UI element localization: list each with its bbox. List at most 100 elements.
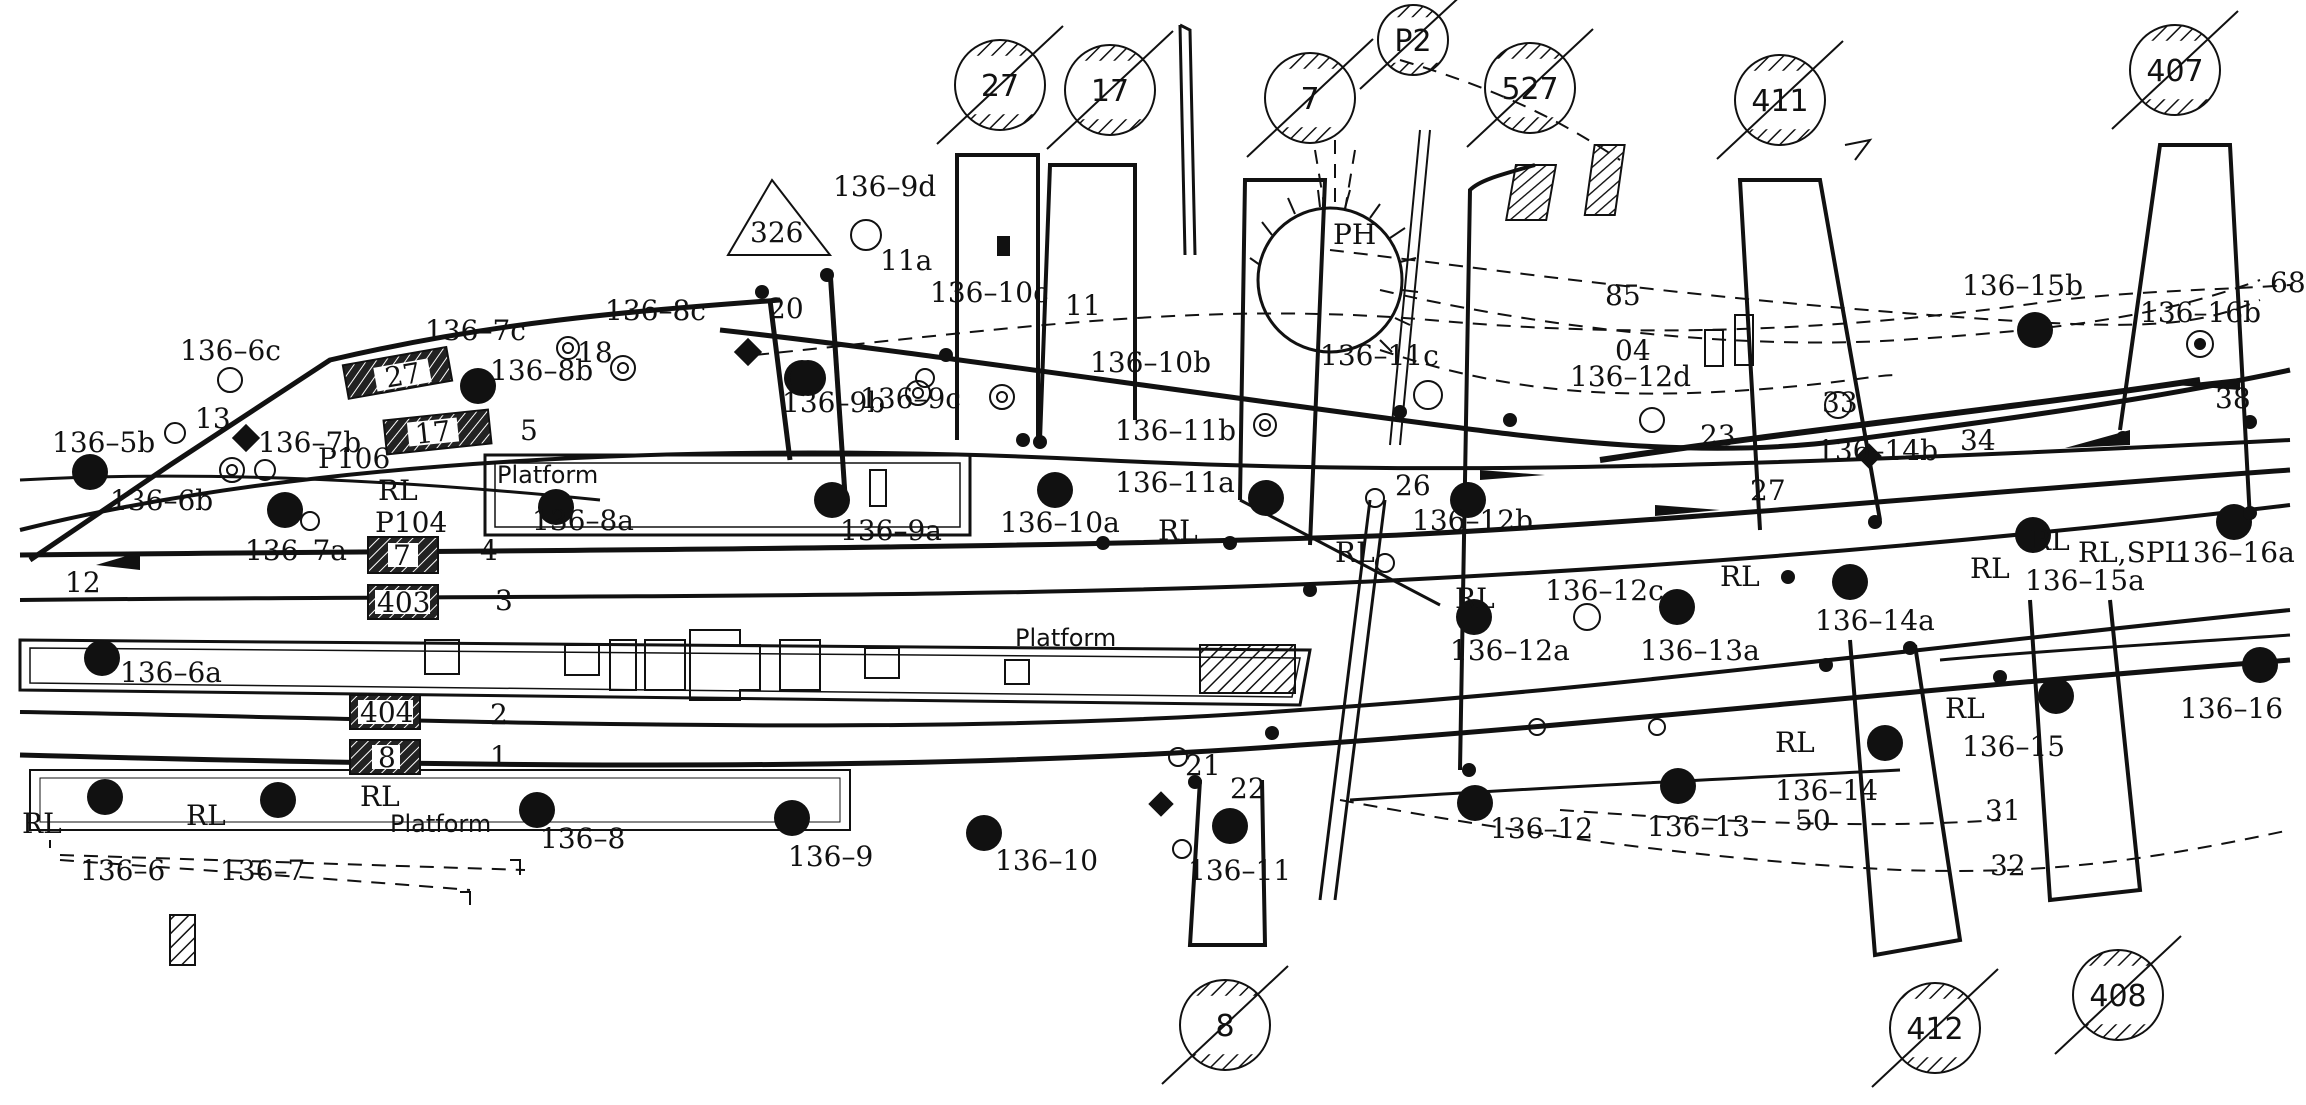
- upper-track-c: [1599, 377, 2201, 463]
- circle-ref-label: 412: [1906, 1012, 1963, 1047]
- signal-dot: [1212, 808, 1248, 844]
- junction-dot: [1265, 726, 1279, 740]
- signal-label: 136–12b: [1412, 504, 1533, 537]
- signal-label: 136–6c: [180, 334, 281, 367]
- siding-number-22: 22: [1230, 772, 1266, 805]
- signal-label: P104: [375, 506, 447, 539]
- platform-lower: [29, 769, 851, 831]
- siding-number-50: 50: [1795, 804, 1831, 837]
- siding-407: [2118, 143, 2252, 521]
- siding-number-38: 38: [2215, 382, 2251, 415]
- siding-number-18: 18: [577, 336, 613, 369]
- rl-label: RL: [1775, 726, 1815, 759]
- junction-dot: [1819, 658, 1833, 672]
- track-box-label-17: 17: [413, 414, 452, 451]
- signal-label: 136–8a: [532, 504, 634, 537]
- signal-label: 136–11c: [1320, 339, 1439, 372]
- siding-411: [1737, 178, 1882, 531]
- diagonal-link: [1239, 498, 1441, 607]
- signal-label: 136–5b: [52, 426, 155, 459]
- junction-dot: [1303, 583, 1317, 597]
- brackets: [49, 840, 521, 905]
- rl-label: RL: [1945, 692, 1985, 725]
- circle-ref-label: 7: [1300, 82, 1319, 117]
- rl-label: RL: [378, 474, 418, 507]
- circle-ref-label: 17: [1091, 74, 1129, 109]
- signal-label: 136–13a: [1640, 634, 1760, 667]
- signal-label: 136–10b: [1090, 346, 1211, 379]
- track-5: [19, 438, 2291, 532]
- signal-dot: [1457, 785, 1493, 821]
- siding-408: [2028, 599, 2143, 903]
- signal-dot: [260, 782, 296, 818]
- signal-dot: [774, 800, 810, 836]
- roundhouse: PH: [1249, 140, 1419, 354]
- junction-dot: [1016, 433, 1030, 447]
- markers: [96, 236, 2240, 817]
- junction-dot: [1993, 670, 2007, 684]
- signal-label: 136–15b: [1962, 269, 2083, 302]
- signal-dot: [72, 454, 108, 490]
- siding-number-04: 04: [1615, 334, 1651, 367]
- junction-dot: [1781, 570, 1795, 584]
- signal-dot: [1659, 589, 1695, 625]
- rl-label: RL: [1455, 582, 1495, 615]
- siding-17: [1038, 163, 1137, 441]
- signal-dot: [87, 779, 123, 815]
- roundhouse-label: PH: [1333, 218, 1376, 251]
- track-box-label-7: 7: [393, 539, 411, 572]
- signals: [72, 268, 2278, 851]
- junction-dot: [1868, 515, 1882, 529]
- rl-label: RL: [2030, 524, 2070, 557]
- rl-label: RL: [1335, 536, 1375, 569]
- signal-dot: [2242, 647, 2278, 683]
- rl-label: RL: [1720, 560, 1760, 593]
- lower-track-f: [1939, 633, 2291, 662]
- siding-number-34: 34: [1960, 424, 1996, 457]
- signal-label: 136–14b: [1817, 434, 1938, 467]
- upper-track-b: [719, 327, 2291, 451]
- signal-label: 136–12d: [1570, 360, 1691, 393]
- triangle-ref-326: 326: [726, 178, 833, 256]
- junction-dot: [2243, 506, 2257, 520]
- junction-dot: [2243, 415, 2257, 429]
- signal-label: 136–6b: [110, 484, 213, 517]
- signal-label: 136–12a: [1450, 634, 1570, 667]
- signal-label: 136–14a: [1815, 604, 1935, 637]
- track-number-2: 2: [490, 698, 508, 731]
- signal-dot: [1450, 482, 1486, 518]
- signal-dot: [814, 482, 850, 518]
- rl-label: RL: [360, 780, 400, 813]
- track-number-1: 1: [490, 740, 508, 773]
- junction-dot: [1033, 435, 1047, 449]
- siding-412: [1848, 639, 1963, 958]
- circle-ref-7: 7: [1246, 38, 1374, 158]
- signal-dot: [790, 360, 826, 396]
- signal-label: 136–16: [2180, 692, 2283, 725]
- crossover-diagonal: [1318, 499, 1372, 901]
- junction-dot: [1223, 536, 1237, 550]
- signal-dot: [267, 492, 303, 528]
- signal-dot: [1037, 472, 1073, 508]
- platform-upper: [483, 453, 972, 537]
- circle-ref-label: 411: [1751, 84, 1808, 119]
- circle-ref-label: 27: [981, 69, 1019, 104]
- signal-dot: [1867, 725, 1903, 761]
- platform-label-lower: Platform: [390, 810, 491, 838]
- circle-ref-label: 407: [2146, 54, 2203, 89]
- signal-label: 136–11b: [1115, 414, 1236, 447]
- junction-dot: [1462, 763, 1476, 777]
- signal-label: 136–8: [540, 822, 625, 855]
- circle-ref-527: 527: [1466, 28, 1594, 148]
- track-number-3: 3: [495, 584, 513, 617]
- siding-number-21: 21: [1185, 749, 1221, 782]
- junction-dot: [1096, 536, 1110, 550]
- signal-dot: [538, 489, 574, 525]
- siding-27: [955, 153, 1040, 440]
- signal-label: 136–8c: [605, 294, 706, 327]
- track-box-label-27: 27: [382, 356, 423, 395]
- platforms: [18, 138, 1873, 966]
- siding-number-33: 33: [1822, 386, 1858, 419]
- junction-dot: [755, 285, 769, 299]
- rl-label: RL,SPL: [2078, 536, 2183, 569]
